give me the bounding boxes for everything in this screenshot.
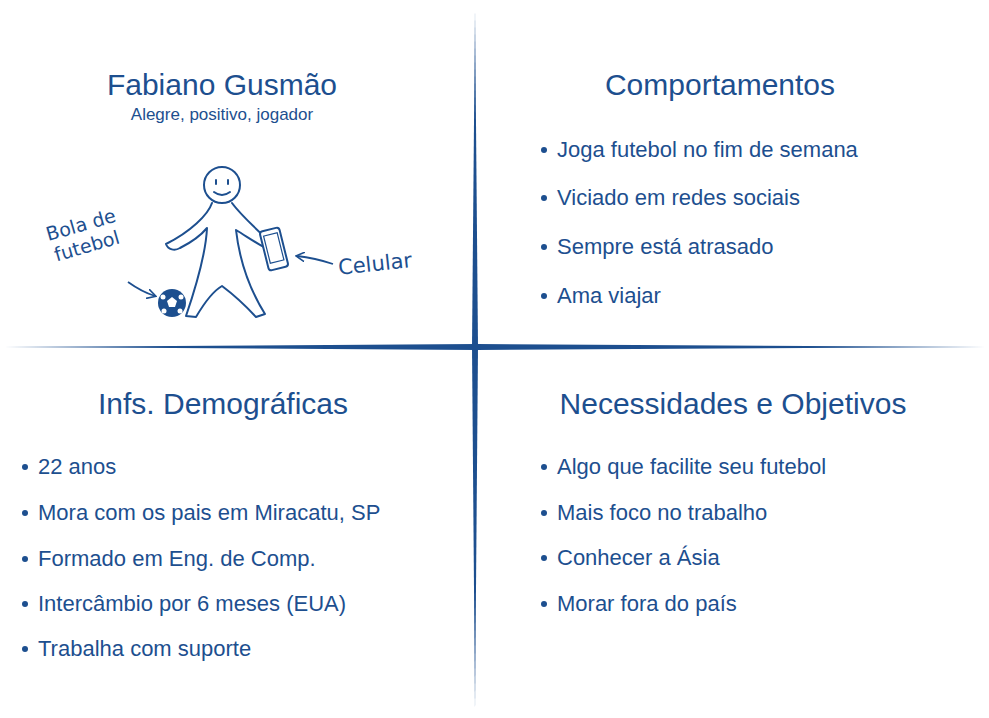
bullet-item: Algo que facilite seu futebol (557, 454, 826, 479)
section-heading: Infs. Demográficas (98, 387, 348, 422)
figure-smile (214, 192, 230, 195)
persona-name: Fabiano Gusmão (107, 68, 337, 103)
bullet-item: Viciado em redes sociais (557, 185, 800, 210)
bullet-dot (541, 195, 547, 201)
bullet-item: Conhecer a Ásia (557, 545, 720, 570)
ball-patch (161, 295, 166, 300)
figure-head (204, 167, 240, 203)
figure-eye (227, 180, 229, 184)
bullet-item: Mais foco no trabalho (557, 500, 767, 525)
bullet-item: Formado em Eng. de Comp. (38, 546, 316, 571)
callout-label: Bola de futebol (34, 202, 134, 269)
bullet-item: Ama viajar (557, 283, 661, 308)
bullet-dot (22, 646, 28, 652)
bullet-dot (541, 464, 547, 470)
figure-eye (215, 180, 217, 184)
phone-icon (259, 227, 288, 271)
bullet-item: Sempre está atrasado (557, 234, 773, 259)
phone-body (259, 227, 288, 271)
bullet-item: Intercâmbio por 6 meses (EUA) (38, 591, 346, 616)
horizontal-divider (5, 344, 985, 350)
ball-patch (162, 309, 167, 314)
bullet-dot (541, 510, 547, 516)
soccer-ball (158, 289, 186, 317)
leader-arrow (297, 256, 333, 264)
section-heading: Comportamentos (605, 68, 835, 103)
bullet-item: Morar fora do país (557, 591, 737, 616)
ball-circle (158, 289, 186, 317)
bullet-dot (22, 601, 28, 607)
ball-patch (178, 309, 183, 314)
ball-patch (167, 297, 177, 307)
ball-patch (179, 295, 184, 300)
bullet-dot (22, 556, 28, 562)
bullet-dot (22, 464, 28, 470)
bullet-item: Joga futebol no fim de semana (557, 137, 858, 162)
phone-screen (264, 233, 284, 264)
bullet-dot (541, 293, 547, 299)
bullet-dot (22, 510, 28, 516)
bullet-item: Mora com os pais em Miracatu, SP (38, 500, 380, 525)
section-heading: Necessidades e Objetivos (560, 387, 907, 422)
bullet-dot (541, 147, 547, 153)
persona-traits: Alegre, positivo, jogador (131, 105, 313, 125)
callout-label: Celular (337, 248, 413, 280)
bullet-item: Trabalha com suporte (38, 636, 251, 661)
bullet-dot (541, 601, 547, 607)
bullet-dot (541, 244, 547, 250)
bullet-item: 22 anos (38, 454, 116, 479)
bullet-dot (541, 555, 547, 561)
leader-arrow (128, 282, 155, 296)
vertical-divider (472, 10, 478, 710)
